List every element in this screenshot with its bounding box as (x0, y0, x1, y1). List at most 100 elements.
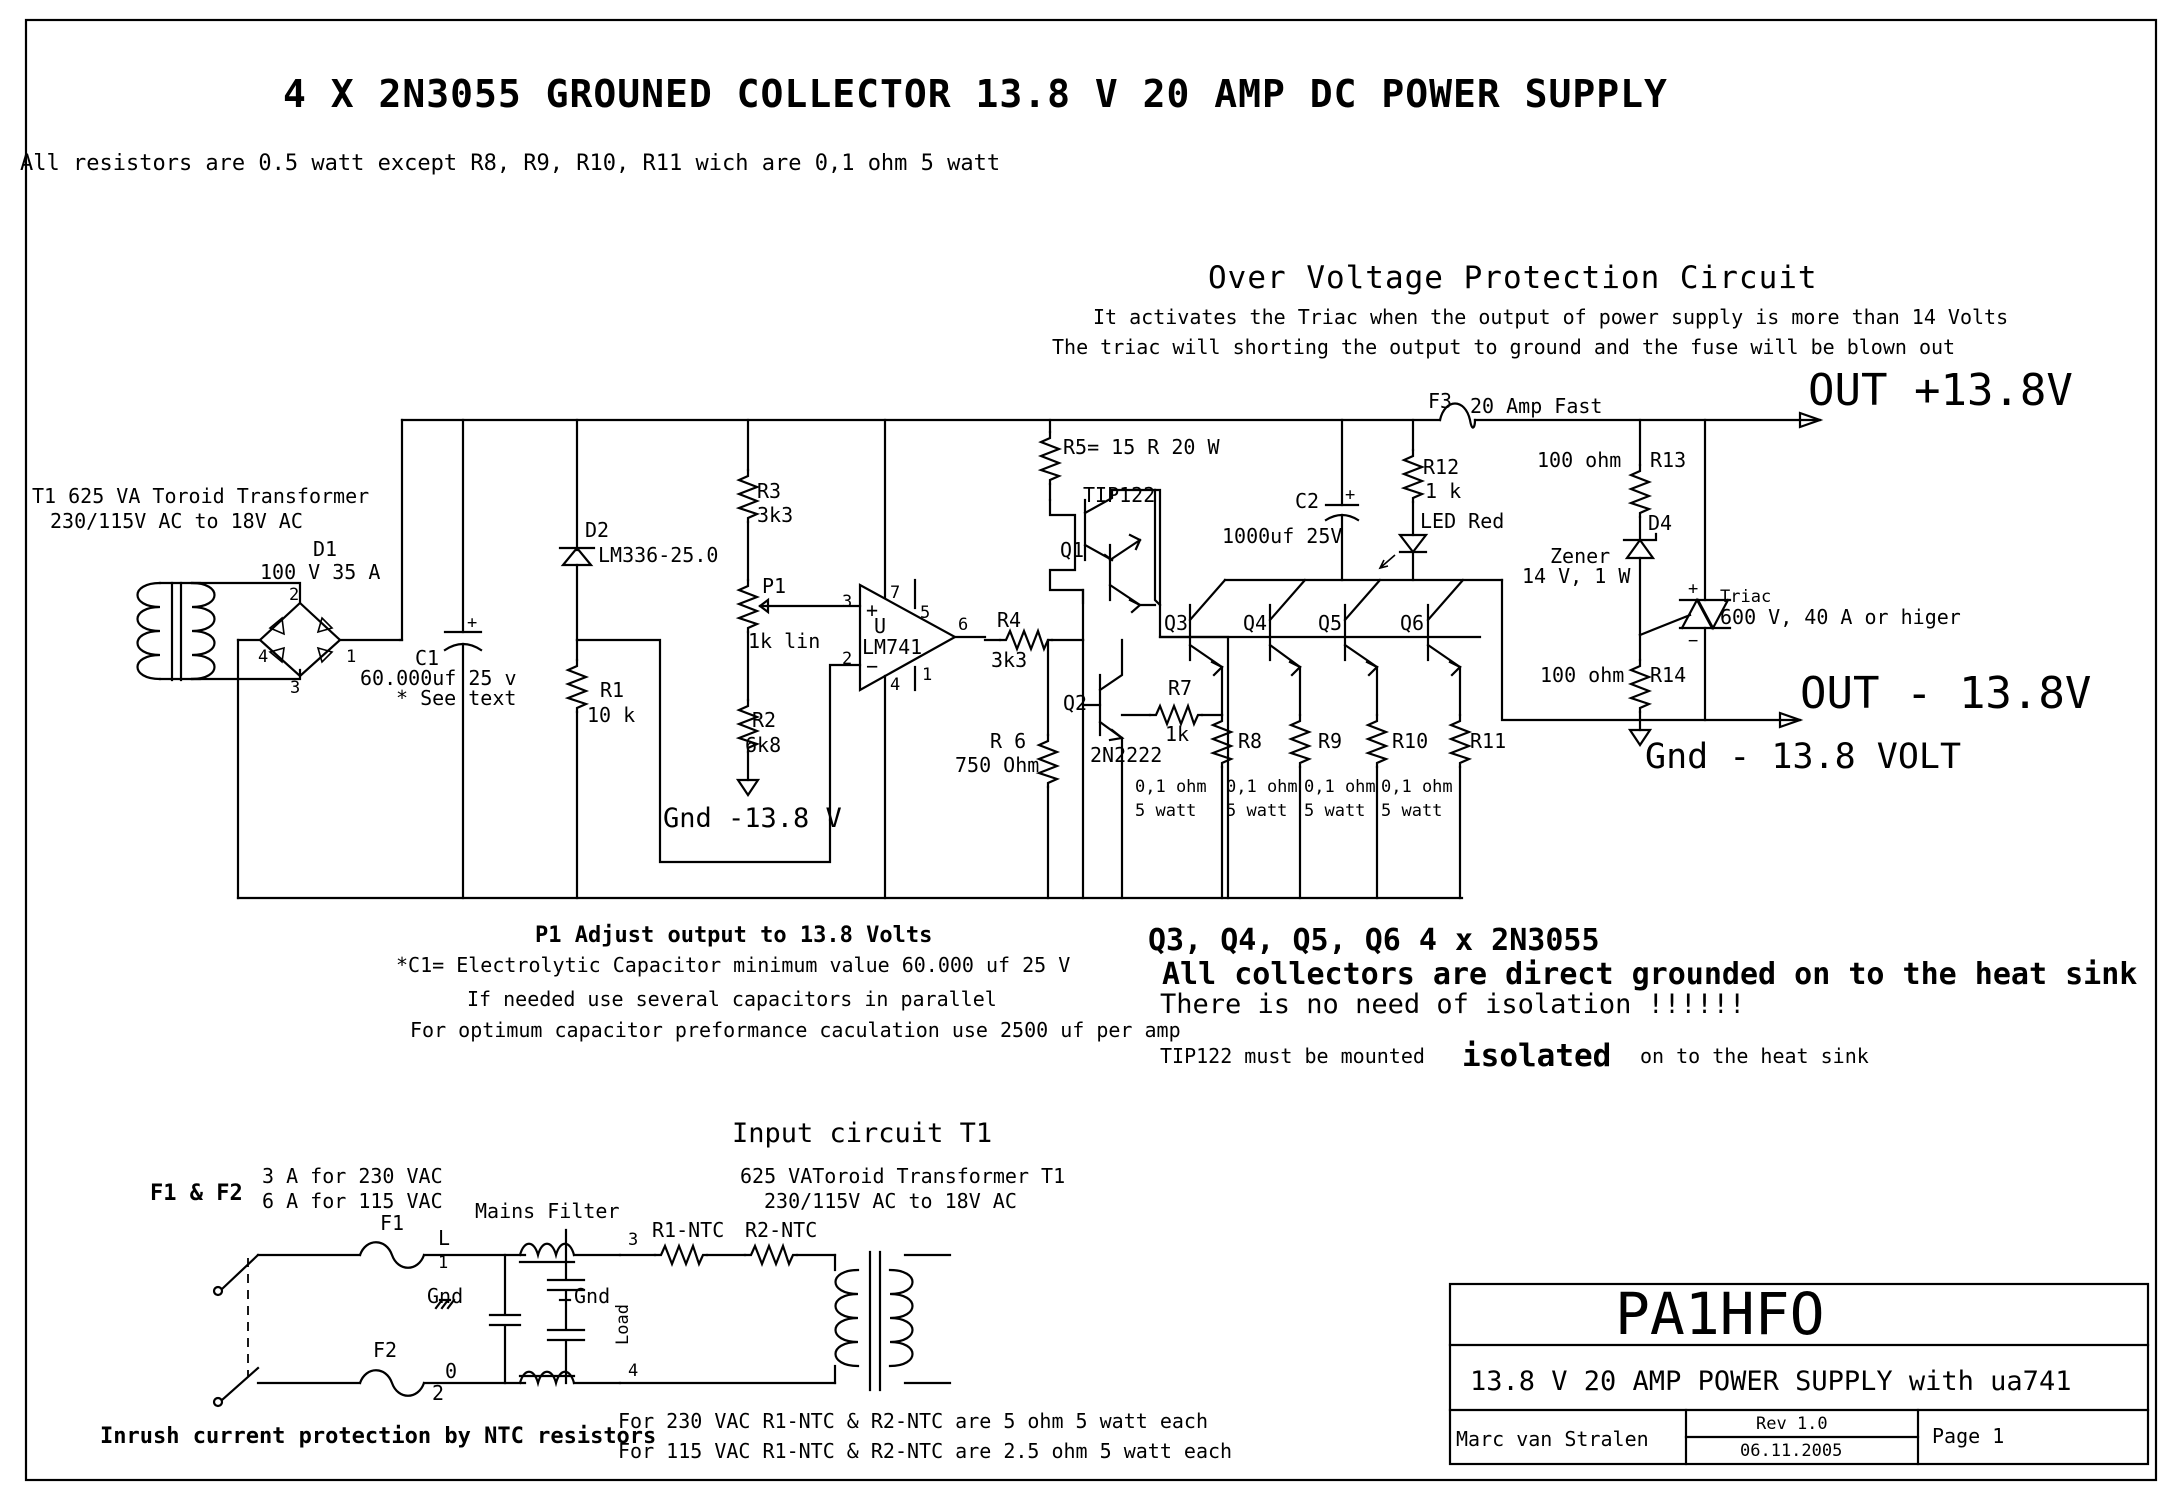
negative-output-arrow (1778, 711, 1804, 729)
d1-pin4: 4 (258, 647, 268, 667)
r2-value: 6k8 (745, 733, 781, 757)
c1-note-3: For optimum capacitor preformance cacula… (410, 1018, 1181, 1042)
triac (1638, 418, 1732, 722)
title-block-page: Page 1 (1932, 1424, 2004, 1448)
r13-label: R13 (1650, 448, 1686, 472)
r9-value-2: 5 watt (1226, 801, 1287, 821)
tip-note-a: TIP122 must be mounted (1160, 1044, 1425, 1068)
title-block-rev: Rev 1.0 (1756, 1414, 1828, 1434)
title-block (1448, 1282, 2150, 1466)
q4-label: Q4 (1243, 611, 1267, 635)
three-label: 3 (628, 1230, 638, 1250)
out-gnd-label: Gnd - 13.8 VOLT (1645, 737, 1961, 777)
ovp-line1: It activates the Triac when the output o… (1093, 305, 2008, 329)
t1-input-label-2: 230/115V AC to 18V AC (764, 1189, 1017, 1213)
r11-value-2: 5 watt (1381, 801, 1442, 821)
transistor-q4 (1268, 578, 1307, 717)
q3-label: Q3 (1164, 611, 1188, 635)
c1-note-2: If needed use several capacitors in para… (467, 987, 997, 1011)
transistor-q1 (1048, 488, 1162, 642)
opamp-pin4: 4 (890, 675, 900, 695)
resistor-r13 (1629, 418, 1651, 542)
opamp-label: LM741 (862, 635, 922, 659)
triac-label: Triac (1720, 587, 1771, 607)
d1-value: 100 V 35 A (260, 560, 380, 584)
capacitor-c2 (1324, 418, 1360, 582)
two-label: 2 (432, 1381, 444, 1405)
fuse-f3 (1438, 402, 1477, 429)
title-block-date: 06.11.2005 (1740, 1441, 1842, 1461)
transistor-q2 (1081, 638, 1125, 900)
f3-label: F3 (1428, 389, 1452, 413)
c2-plus: + (1345, 485, 1355, 505)
resistor-r9 (1289, 713, 1311, 900)
potentiometer-p1 (737, 578, 862, 702)
q1-label: Q1 (1060, 538, 1084, 562)
opamp-pin5: 5 (920, 603, 930, 623)
d1-pin3: 3 (290, 678, 300, 698)
p1-note: P1 Adjust output to 13.8 Volts (535, 923, 932, 948)
r8-label: R8 (1238, 729, 1262, 753)
resistor-r1 (566, 638, 588, 900)
ntc-230-note: For 230 VAC R1-NTC & R2-NTC are 5 ohm 5 … (618, 1409, 1208, 1433)
gnd-label-1: Gnd (427, 1284, 463, 1308)
r11-label: R11 (1470, 729, 1506, 753)
mains-switch (212, 1253, 260, 1408)
q-note-2: All collectors are direct grounded on to… (1162, 957, 2137, 992)
led-red (1378, 533, 1429, 582)
resistor-note: All resistors are 0.5 watt except R8, R9… (20, 151, 1000, 176)
collector-to-output-wire (1500, 578, 1802, 722)
triac-minus: − (1688, 631, 1698, 651)
t1-input-label-1: 625 VAToroid Transformer T1 (740, 1164, 1065, 1188)
fuses-label: F1 & F2 (150, 1181, 243, 1206)
ntc-115-note: For 115 VAC R1-NTC & R2-NTC are 2.5 ohm … (618, 1439, 1232, 1463)
gnd-label-2: Gnd (574, 1284, 610, 1308)
d1-pin2: 2 (289, 585, 299, 605)
transistor-q6 (1426, 578, 1465, 717)
zener-d4 (1622, 532, 1658, 637)
resistor-r5 (1039, 418, 1061, 502)
opamp-minus: − (866, 654, 878, 678)
q-note-3: There is no need of isolation !!!!!! (1160, 989, 1745, 1020)
r4-label: R4 (997, 608, 1021, 632)
resistor-r8 (1211, 713, 1233, 900)
d4-label: D4 (1648, 511, 1672, 535)
r8-value-1: 0,1 ohm (1135, 777, 1207, 797)
zero-label: 0 (445, 1359, 457, 1383)
r3-label: R3 (757, 479, 781, 503)
four-label: 4 (628, 1361, 638, 1381)
tip122-label: TIP122 (1083, 483, 1155, 507)
d1-label: D1 (313, 537, 337, 561)
r4-value: 3k3 (991, 648, 1027, 672)
r3-value: 3k3 (757, 503, 793, 527)
r1-label: R1 (600, 678, 624, 702)
bridge-rectifier-d1 (236, 601, 402, 900)
t1-label-line2: 230/115V AC to 18V AC (50, 509, 303, 533)
c1-value: 60.000uf 25 v (360, 666, 517, 690)
resistor-r4 (983, 629, 1085, 651)
mains-filter-label: Mains Filter (475, 1199, 620, 1223)
d2-value: LM336-25.0 (598, 543, 718, 567)
r10-value-2: 5 watt (1304, 801, 1365, 821)
zener-label: Zener (1550, 544, 1610, 568)
q-note-1: Q3, Q4, Q5, Q6 4 x 2N3055 (1148, 923, 1600, 958)
resistor-r11 (1449, 713, 1471, 900)
ntc-r2 (705, 1244, 837, 1266)
capacitor-c1 (443, 418, 483, 900)
triac-plus: + (1688, 579, 1698, 599)
c1-note-1: *C1= Electrolytic Capacitor minimum valu… (396, 953, 1070, 977)
opamp-pin3: 3 (842, 592, 852, 612)
opamp-u: U (874, 614, 886, 638)
r14-label: R14 (1650, 663, 1686, 687)
p1-value: 1k lin (748, 629, 820, 653)
load-label: Load (613, 1304, 633, 1345)
page-border (24, 18, 2158, 1482)
opamp-pin1: 1 (922, 665, 932, 685)
ovp-heading: Over Voltage Protection Circuit (1208, 260, 1818, 296)
fuse-f1 (358, 1241, 426, 1269)
d1-pin1: 1 (346, 647, 356, 667)
opamp-plus: + (866, 598, 878, 622)
f1-label: F1 (380, 1211, 404, 1235)
opamp-pin6: 6 (958, 615, 968, 635)
fuse-f2 (358, 1369, 426, 1397)
